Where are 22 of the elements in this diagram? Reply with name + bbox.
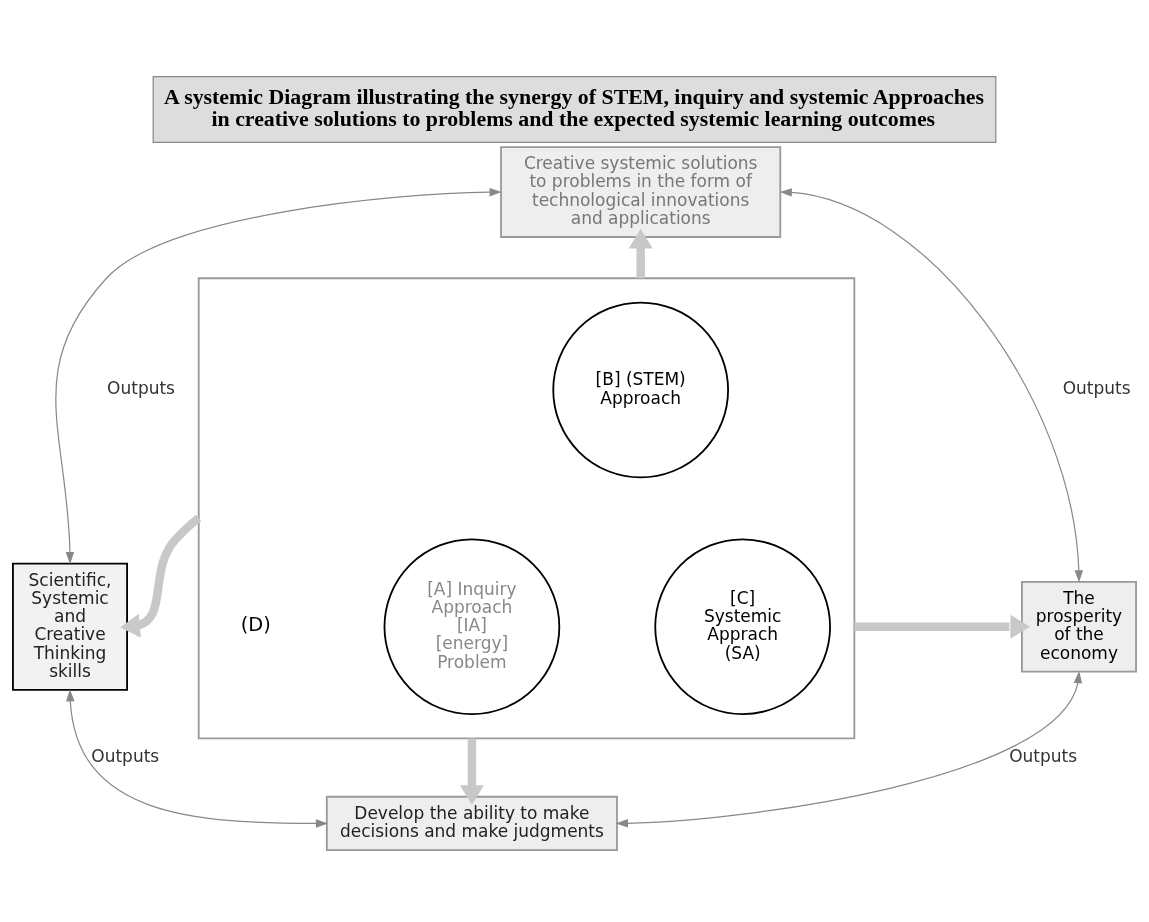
- arrow: [615, 671, 1083, 828]
- arrow: [66, 689, 329, 828]
- label: (D): [240, 613, 271, 637]
- node-box: Creative systemic solutions to problems in the form of technological innovations and applications: [500, 146, 782, 238]
- arrow: [854, 614, 1031, 639]
- edge-label: Outputs: [91, 745, 160, 766]
- arrow: [779, 188, 1084, 583]
- arrow: [55, 187, 502, 565]
- arrow: [120, 514, 202, 638]
- diagram-title: A systemic Diagram illustrating the synergy of STEM, inquiry and systemic Approaches in creative solutions to problems and the expected systemic learning outcomes: [164, 84, 985, 131]
- node-circle: [A] Inquiry Approach [IA] [energy] Problem: [383, 538, 561, 716]
- arrow: [459, 738, 484, 805]
- node-box: Develop the ability to make decisions and make judgments: [325, 795, 618, 852]
- node-circle: [B] (STEM) Approach: [552, 301, 729, 479]
- node-box: Scientific, Systemic and Creative Thinking skills: [12, 562, 128, 691]
- arrow: [628, 228, 653, 279]
- edge-label: Outputs: [1062, 378, 1131, 399]
- node-box: The prosperity of the economy: [1021, 580, 1137, 673]
- edge-label: Outputs: [107, 378, 175, 399]
- edge-label: Outputs: [1009, 745, 1078, 766]
- node-circle: [C] Systemic Apprach (SA): [654, 538, 831, 716]
- cluster: [197, 277, 856, 740]
